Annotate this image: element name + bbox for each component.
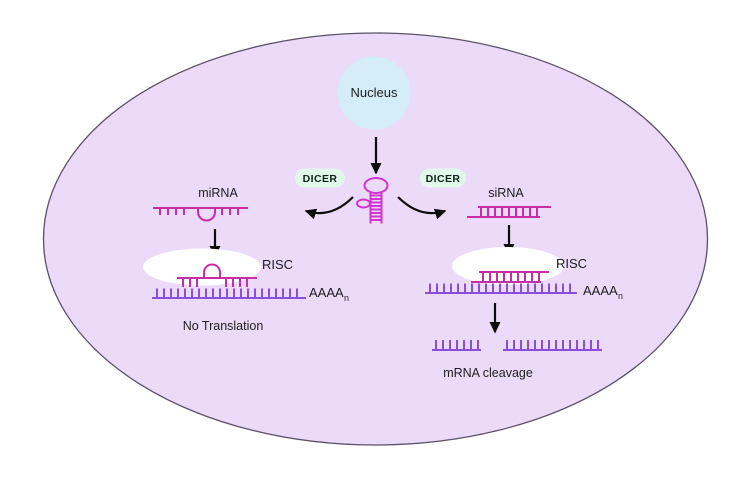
mirna-duplex — [153, 207, 248, 222]
no-translation-label: No Translation — [183, 319, 264, 333]
mrna-fragment-right — [503, 340, 602, 351]
hairpin-loop — [363, 177, 389, 194]
risc-right-blob — [452, 247, 564, 285]
mrna-cleavage-label: mRNA cleavage — [443, 366, 533, 380]
dicer-left-label: DICER — [303, 173, 338, 185]
mirna-label: miRNA — [198, 186, 238, 200]
sirna-label: siRNA — [488, 186, 524, 200]
pre-mirna-hairpin — [356, 177, 389, 224]
dicer-right-arrow — [397, 196, 447, 220]
dicer-badge-left: DICER — [295, 168, 345, 188]
dicer-left-arrow — [304, 196, 354, 220]
risc-left-blob — [143, 248, 261, 286]
nucleus-label: Nucleus — [351, 85, 398, 100]
mrna-fragment-left — [432, 340, 481, 351]
risc-right-label: RISC — [556, 256, 587, 271]
dicer-right-label: DICER — [426, 173, 461, 185]
mrna-left-strand — [152, 288, 306, 299]
hairpin-stem — [369, 192, 383, 224]
nucleus-circle — [337, 56, 411, 130]
polya-left-label: AAAA — [309, 285, 344, 300]
dicer-badge-right: DICER — [420, 168, 466, 188]
mirna-bound-strand — [177, 263, 257, 287]
sirna-bound-duplex — [471, 271, 549, 283]
risc-left-label: RISC — [262, 257, 293, 272]
polya-left-subscript: n — [344, 293, 349, 303]
sirna-duplex — [467, 206, 551, 218]
polya-right-label: AAAA — [583, 283, 618, 298]
mrna-right-strand — [425, 283, 577, 294]
polya-right-subscript: n — [618, 291, 623, 301]
